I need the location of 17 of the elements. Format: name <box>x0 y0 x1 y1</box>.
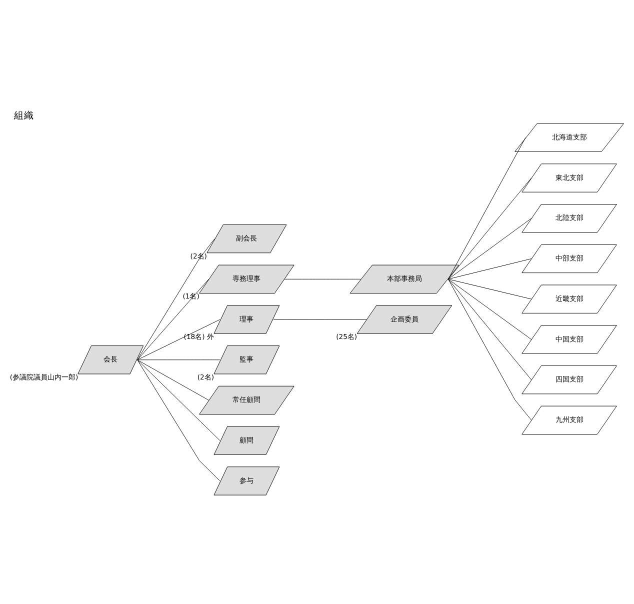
connector <box>137 360 210 400</box>
connector <box>448 218 532 280</box>
connector <box>137 238 215 360</box>
connector <box>137 319 220 360</box>
connector <box>448 278 532 300</box>
connector <box>448 137 526 280</box>
connector <box>448 258 532 280</box>
connector <box>137 360 220 482</box>
connector <box>137 278 210 360</box>
connector <box>448 178 532 280</box>
connector <box>448 278 532 420</box>
connector <box>137 360 220 441</box>
connector <box>448 278 532 380</box>
connector <box>273 319 367 320</box>
diagram-title: 組織 <box>14 110 34 122</box>
connector <box>448 278 532 340</box>
connector <box>284 278 361 280</box>
